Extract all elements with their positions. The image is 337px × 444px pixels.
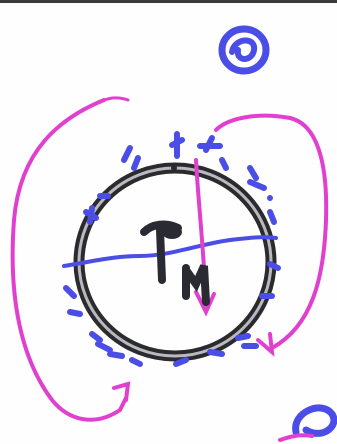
- top-dot: [171, 165, 177, 171]
- blue-dot: [267, 195, 273, 201]
- left-arrowhead: [114, 384, 128, 400]
- bottom-right-scribble: [280, 408, 334, 440]
- marker-blob: [162, 225, 182, 239]
- right-arrowhead: [258, 334, 272, 352]
- top-right-scribble: [222, 29, 266, 71]
- horizontal-blue-line: [64, 237, 276, 266]
